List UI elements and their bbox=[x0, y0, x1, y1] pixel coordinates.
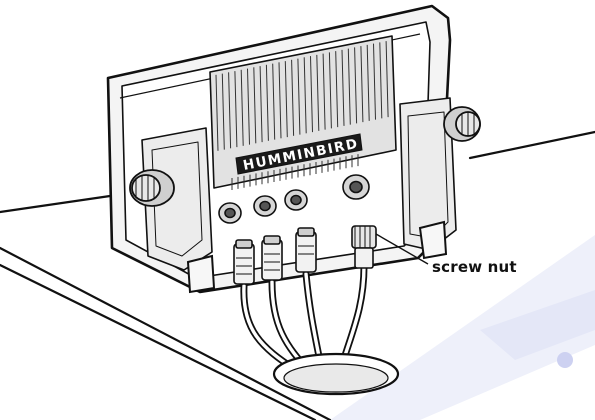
heat-sink-fin bbox=[297, 58, 301, 135]
heat-sink-fin bbox=[316, 54, 320, 131]
heat-sink-fin bbox=[322, 53, 326, 130]
heat-sink-fin bbox=[234, 71, 238, 148]
heat-sink-fins bbox=[215, 41, 389, 151]
heat-sink-fin bbox=[240, 69, 244, 146]
connector-4-screw-nut bbox=[351, 225, 377, 269]
heat-sink-fin bbox=[335, 51, 339, 128]
heat-sink-fin bbox=[341, 49, 345, 126]
heat-sink-fin bbox=[379, 42, 383, 119]
port-2 bbox=[253, 195, 277, 217]
gimbal-bracket bbox=[186, 220, 448, 294]
connector-1 bbox=[233, 239, 255, 285]
heat-sink-fin bbox=[303, 57, 307, 134]
callout-leader-line bbox=[375, 233, 429, 265]
port-3 bbox=[284, 189, 308, 211]
heat-sink-fin bbox=[259, 66, 263, 143]
cable-hole bbox=[272, 352, 400, 396]
heat-sink-fin bbox=[373, 43, 376, 120]
heat-sink-fin bbox=[385, 41, 389, 118]
heat-sink-fin bbox=[278, 62, 282, 139]
mount-knobs bbox=[129, 106, 481, 207]
heat-sink-fin bbox=[265, 64, 269, 141]
heat-sink-fin bbox=[291, 59, 295, 136]
heat-sink-fin bbox=[360, 46, 364, 123]
port-1 bbox=[218, 202, 242, 224]
connector-3 bbox=[295, 227, 317, 273]
connector-ports bbox=[218, 174, 370, 224]
lower-fins bbox=[231, 154, 359, 190]
heat-sink-fin bbox=[215, 74, 219, 151]
connector-2 bbox=[261, 235, 283, 281]
heat-sink-fin bbox=[272, 63, 276, 140]
cable-connectors bbox=[233, 225, 377, 285]
right-knob bbox=[443, 106, 481, 142]
heat-sink-fin bbox=[221, 73, 225, 150]
heat-sink-fin bbox=[228, 72, 232, 149]
heat-sink-fin bbox=[354, 47, 358, 124]
heat-sink-fin bbox=[328, 52, 332, 129]
screw-nut-label: screw nut bbox=[432, 258, 517, 276]
heat-sink-fin bbox=[284, 61, 288, 138]
mounting-surface bbox=[0, 130, 595, 420]
port-4 bbox=[342, 174, 370, 200]
heat-sink-fin bbox=[366, 44, 370, 121]
heat-sink-fin bbox=[347, 48, 351, 125]
heat-sink-fin bbox=[247, 68, 250, 145]
heat-sink-fin bbox=[253, 67, 257, 144]
left-knob bbox=[129, 169, 175, 207]
heat-sink-fin bbox=[310, 56, 313, 133]
